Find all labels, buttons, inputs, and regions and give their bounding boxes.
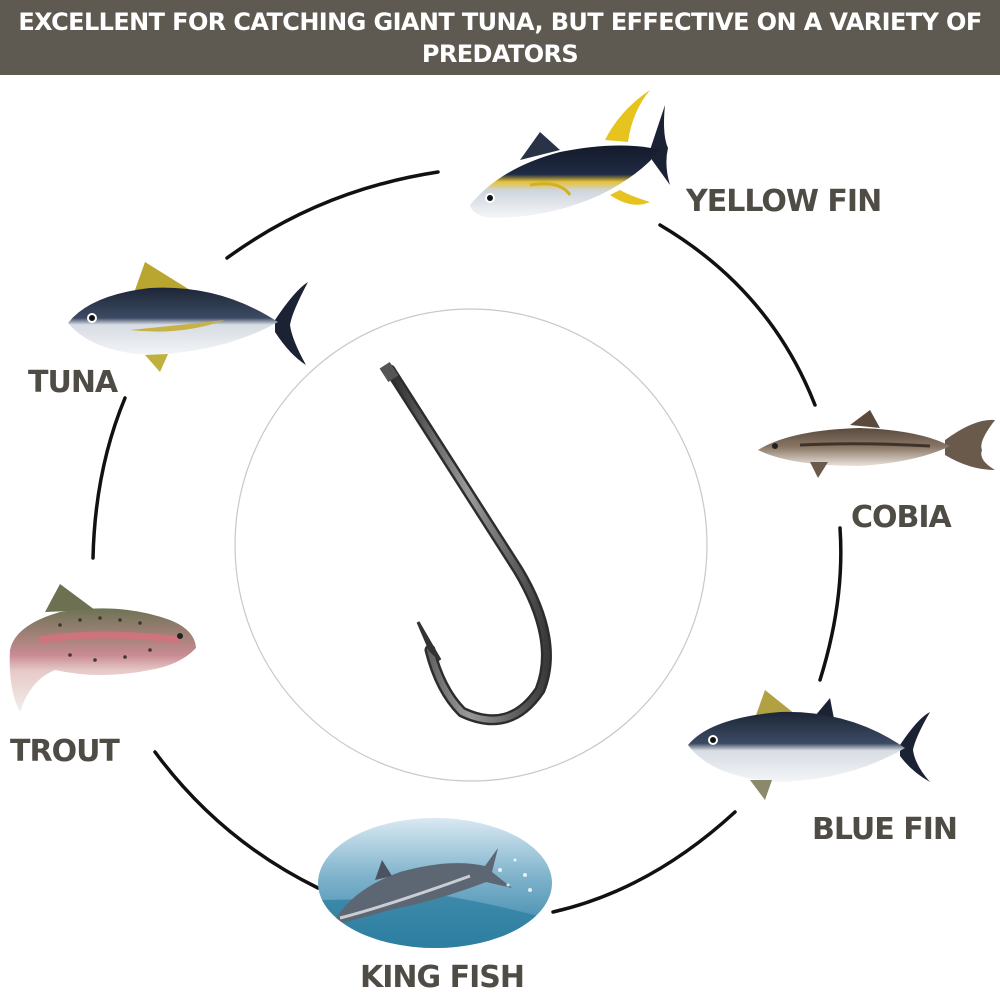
ring-arc-upper-right: [658, 223, 817, 407]
label-yellow-fin: YELLOW FIN: [686, 184, 882, 219]
ring-arc-right: [818, 526, 843, 682]
ring-arc-lower-left: [153, 750, 320, 890]
label-blue-fin: BLUE FIN: [812, 812, 958, 847]
header-banner: EXCELLENT FOR CATCHING GIANT TUNA, BUT E…: [0, 0, 1000, 75]
bluefin-tuna-icon: [688, 690, 930, 800]
kingfish-icon: [318, 818, 552, 948]
banner-title: EXCELLENT FOR CATCHING GIANT TUNA, BUT E…: [18, 7, 982, 68]
label-king-fish: KING FISH: [360, 960, 525, 995]
ring-arc-left: [91, 396, 127, 560]
ring-segments: [91, 170, 843, 914]
ring-arc-lower-right: [551, 810, 737, 914]
ring-arc-top: [225, 170, 440, 260]
cobia-icon: [758, 410, 995, 478]
label-tuna: TUNA: [28, 365, 118, 400]
label-trout: TROUT: [10, 734, 120, 769]
yellowfin-tuna-icon: [470, 90, 670, 218]
fishing-hook-icon: [379, 362, 552, 726]
inner-circle: [234, 308, 708, 782]
trout-icon: [9, 584, 197, 712]
tuna-icon: [68, 262, 308, 372]
label-cobia: COBIA: [851, 500, 952, 535]
